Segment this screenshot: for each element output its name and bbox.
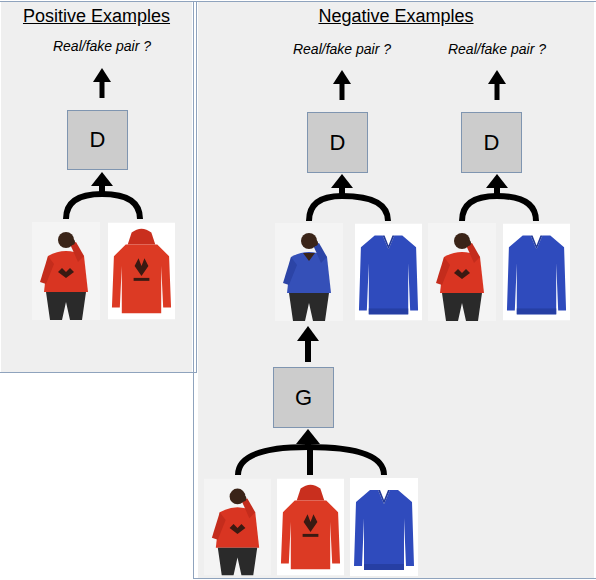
box-label: D <box>90 127 106 153</box>
box-label: D <box>330 130 346 156</box>
network-box: D <box>67 110 128 170</box>
panel-heading: Positive Examples <box>0 6 196 27</box>
network-box: D <box>461 112 522 173</box>
group-panel: Negative ExamplesD D G <box>193 1 596 579</box>
box-label: D <box>484 130 500 156</box>
output-label: Real/fake pair ? <box>448 41 546 57</box>
panel-heading: Negative Examples <box>194 6 596 27</box>
group-panel: Positive ExamplesD <box>0 1 197 373</box>
network-box: G <box>273 367 334 428</box>
output-label: Real/fake pair ? <box>53 38 151 54</box>
network-box: D <box>307 112 368 173</box>
output-label: Real/fake pair ? <box>293 41 391 57</box>
box-label: G <box>295 385 312 411</box>
